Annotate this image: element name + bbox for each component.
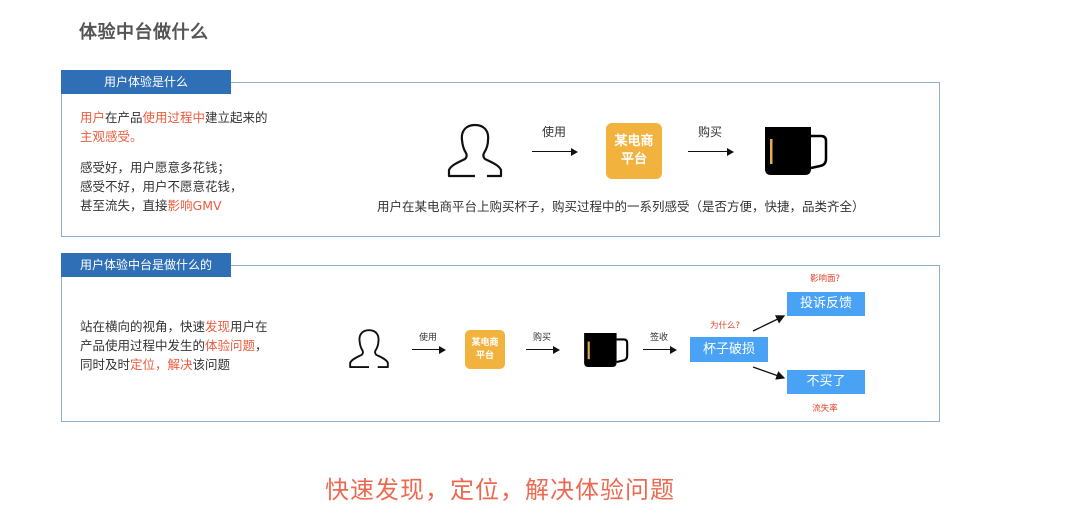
platform-desc-line-1: 站在横向的视角，快速发现用户在 bbox=[80, 317, 340, 336]
text-in-product: 在产品 bbox=[105, 110, 143, 125]
ecommerce-platform-node: 某电商 平台 bbox=[606, 123, 662, 179]
arrow-use bbox=[532, 147, 578, 156]
complaint-feedback-node: 投诉反馈 bbox=[787, 292, 865, 316]
good-feeling-line: 感受好，用户愿意多花钱； bbox=[80, 160, 231, 175]
section-tab-ux-platform: 用户体验中台是做什么的 bbox=[61, 253, 231, 277]
cup-icon-small bbox=[584, 333, 629, 367]
hl-during-use: 使用过程中 bbox=[142, 110, 206, 125]
arrow-use-label-small: 使用 bbox=[418, 333, 437, 343]
hl-ux-problem: 体验问题 bbox=[205, 338, 256, 353]
ux-example-caption: 用户在某电商平台上购买杯子，购买过程中的一系列感受（是否方便，快捷，品类齐全） bbox=[377, 199, 865, 214]
section-tab-what-is-ux: 用户体验是什么 bbox=[61, 70, 231, 94]
arrow-buy-label-small: 购买 bbox=[532, 333, 551, 343]
cup-icon bbox=[765, 127, 828, 175]
hl-gmv: 影响GMV bbox=[167, 198, 222, 213]
platform-small-line2: 平台 bbox=[475, 350, 494, 361]
stop-buying-node: 不买了 bbox=[787, 370, 865, 394]
arrow-receive bbox=[643, 345, 677, 354]
arrow-buy bbox=[688, 147, 734, 156]
user-icon bbox=[447, 123, 503, 178]
impact-note: 影响面? bbox=[809, 274, 840, 284]
churn-rate-note: 流失率 bbox=[812, 404, 838, 414]
text-built: 建立起来的 bbox=[205, 110, 268, 125]
ecommerce-platform-node-small: 某电商 平台 bbox=[465, 330, 505, 369]
ux-definition-text: 用户在产品使用过程中建立起来的 主观感受。 感受好，用户愿意多花钱； 感受不好，… bbox=[80, 108, 340, 215]
platform-desc-line-3: 同时及时定位，解决该问题 bbox=[80, 355, 340, 374]
platform-label-line2: 平台 bbox=[620, 152, 647, 167]
branch-arrows bbox=[752, 315, 786, 380]
desc2-b: ， bbox=[255, 338, 268, 353]
arrow-buy-label: 购买 bbox=[697, 125, 722, 139]
platform-desc-line-2: 产品使用过程中发生的体验问题， bbox=[80, 336, 340, 355]
user-icon-small bbox=[349, 329, 389, 369]
definition-line-1: 用户在产品使用过程中建立起来的 bbox=[80, 108, 340, 127]
page-title: 体验中台做什么 bbox=[79, 22, 209, 43]
hl-discover: 发现 bbox=[205, 319, 231, 334]
why-note: 为什么? bbox=[709, 321, 740, 331]
arrow-use-label: 使用 bbox=[541, 125, 566, 139]
desc1-a: 站在横向的视角，快速 bbox=[80, 319, 206, 334]
platform-small-line1: 某电商 bbox=[471, 337, 499, 348]
platform-label-line1: 某电商 bbox=[614, 134, 654, 149]
churn-prefix: 甚至流失，直接 bbox=[80, 198, 168, 213]
desc2-a: 产品使用过程中发生的 bbox=[80, 338, 206, 353]
hl-locate-solve: 定位，解决 bbox=[130, 357, 193, 372]
cup-damaged-node: 杯子破损 bbox=[690, 337, 768, 362]
desc3-b: 该问题 bbox=[192, 357, 231, 372]
ux-platform-description: 站在横向的视角，快速发现用户在 产品使用过程中发生的体验问题， 同时及时定位，解… bbox=[80, 317, 340, 374]
arrow-use-small bbox=[412, 345, 446, 354]
churn-line: 甚至流失，直接影响GMV bbox=[80, 196, 340, 215]
slogan: 快速发现，定位，解决体验问题 bbox=[325, 476, 675, 504]
desc3-a: 同时及时 bbox=[80, 357, 131, 372]
definition-line-2: 主观感受。 bbox=[80, 129, 143, 144]
hl-user: 用户 bbox=[80, 110, 106, 125]
desc1-b: 用户在 bbox=[230, 319, 268, 334]
bad-feeling-line: 感受不好，用户不愿意花钱， bbox=[80, 179, 243, 194]
arrow-receive-label: 签收 bbox=[649, 333, 668, 343]
arrow-buy-small bbox=[526, 345, 560, 354]
